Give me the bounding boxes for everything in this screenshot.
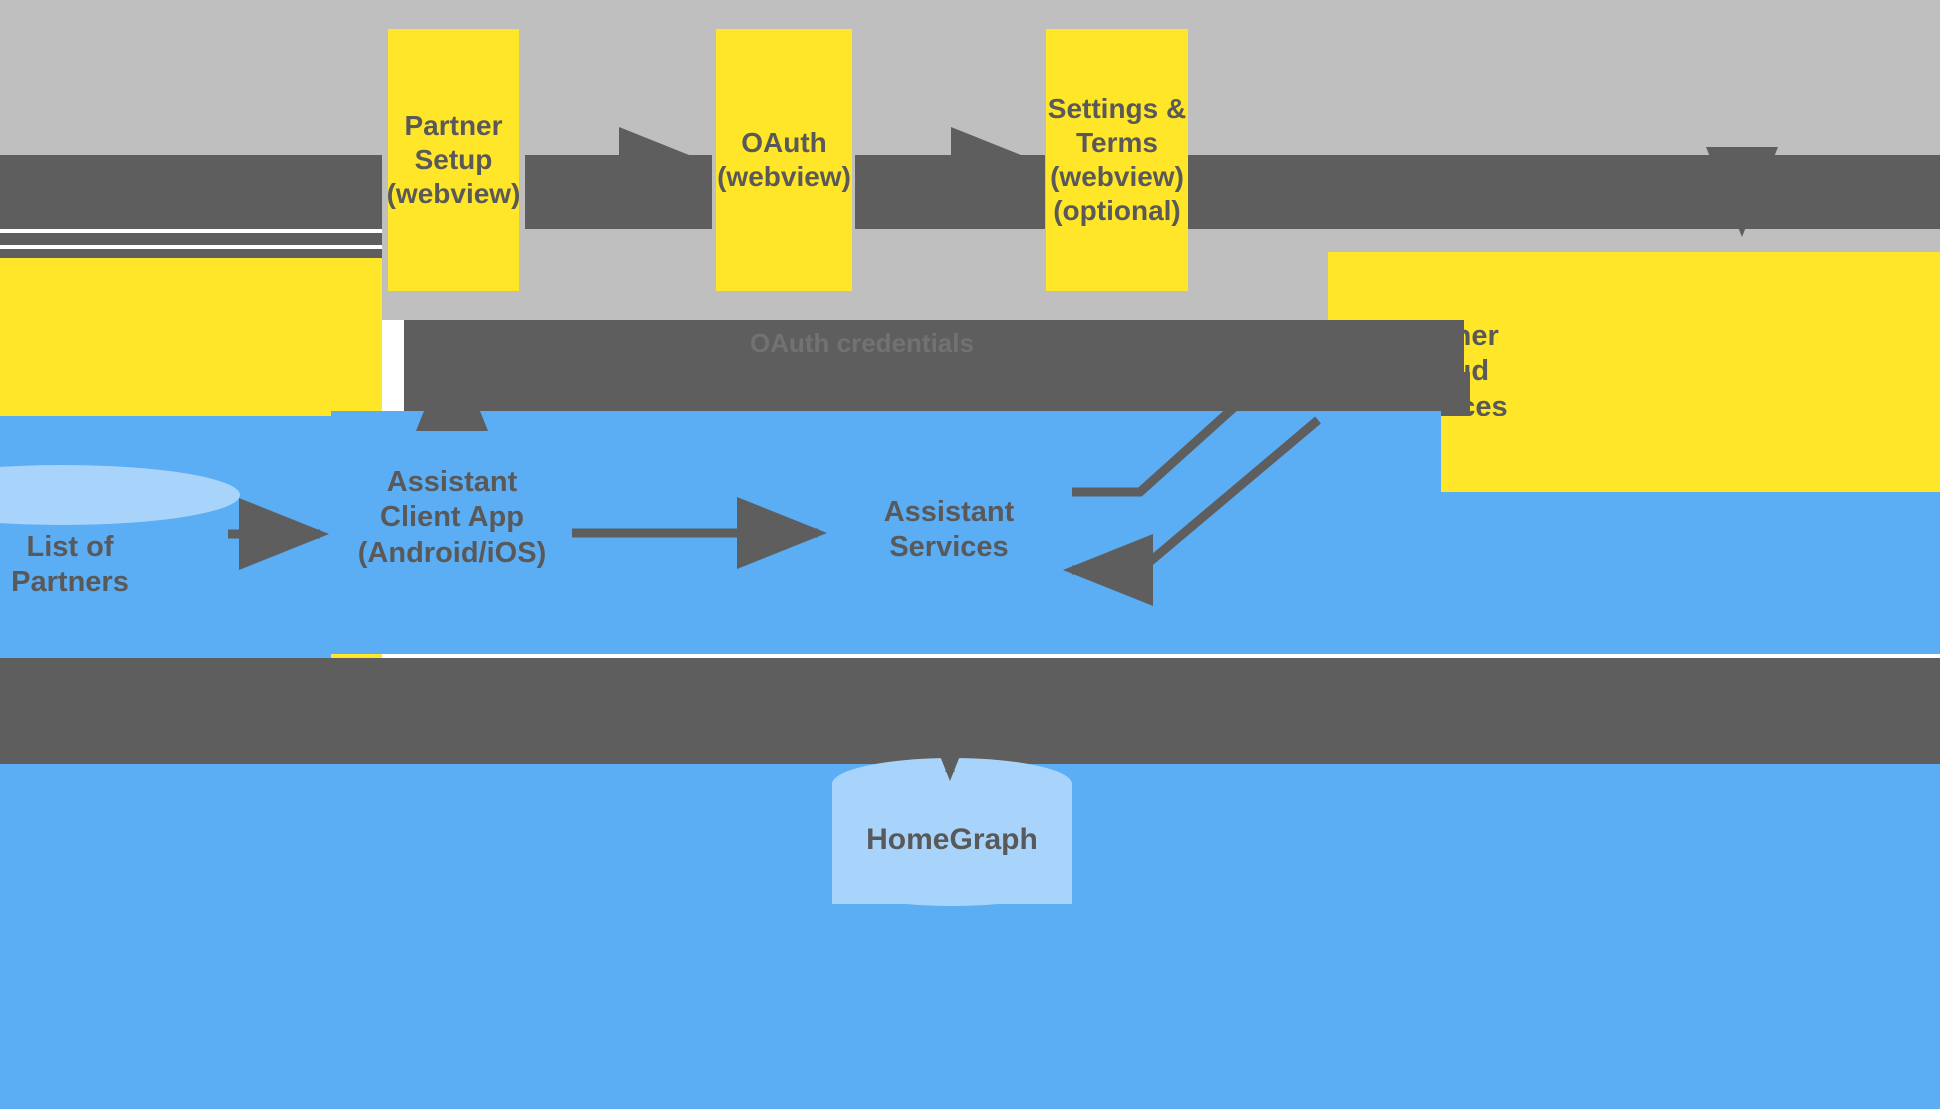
node-list-of-partners[interactable]	[0, 465, 240, 635]
node-oauth[interactable]	[716, 29, 852, 291]
arrow-settings-terms-to-partner-cloud	[1196, 147, 1778, 237]
occlusion-band-top-left-3	[0, 249, 420, 258]
node-partner-setup[interactable]	[388, 29, 519, 291]
arrow-assistant-services-to-partner-cloud	[1072, 323, 1327, 497]
node-assistant-client-app[interactable]	[331, 411, 1441, 654]
occlusion-band-top-left	[0, 155, 420, 229]
arrow-partner-cloud-to-assistant-services	[1063, 416, 1321, 606]
homegraph-bottom	[832, 854, 1072, 906]
blue-plate-right-cut-2	[1568, 416, 1940, 492]
occlusion-band-top-left-2	[0, 233, 420, 245]
gray-backdrop-right	[1188, 0, 1940, 155]
gray-backdrop-left	[0, 0, 382, 155]
node-settings-terms[interactable]	[1046, 29, 1188, 291]
